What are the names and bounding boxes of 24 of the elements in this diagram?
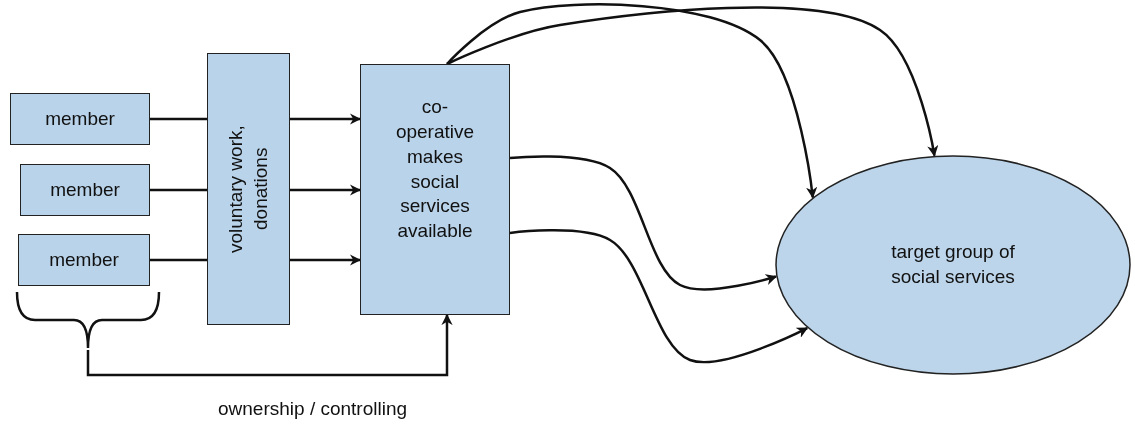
connector-line [150,258,207,262]
connector-line [150,117,207,121]
arrow [86,313,453,377]
curly-brace [15,290,161,350]
process-box [18,234,150,286]
arrow [446,3,818,199]
node-text: member [49,247,119,272]
process-box [10,93,150,145]
target-ellipse [775,155,1131,375]
process-box [207,53,290,325]
arrow [290,113,362,125]
node-text: member [50,177,120,202]
node-text: member [45,106,115,131]
connector-line [150,188,207,192]
arrow [509,155,778,291]
node-text: co-operative makes social services available [394,95,476,243]
arrow [509,229,809,364]
node-text: voluntary work, donations [223,124,272,255]
process-box [360,64,510,315]
process-box [20,164,150,216]
node-text: target group of social services [890,240,1016,289]
arrow [446,6,939,157]
arrow [290,184,362,196]
arrow [290,254,362,266]
